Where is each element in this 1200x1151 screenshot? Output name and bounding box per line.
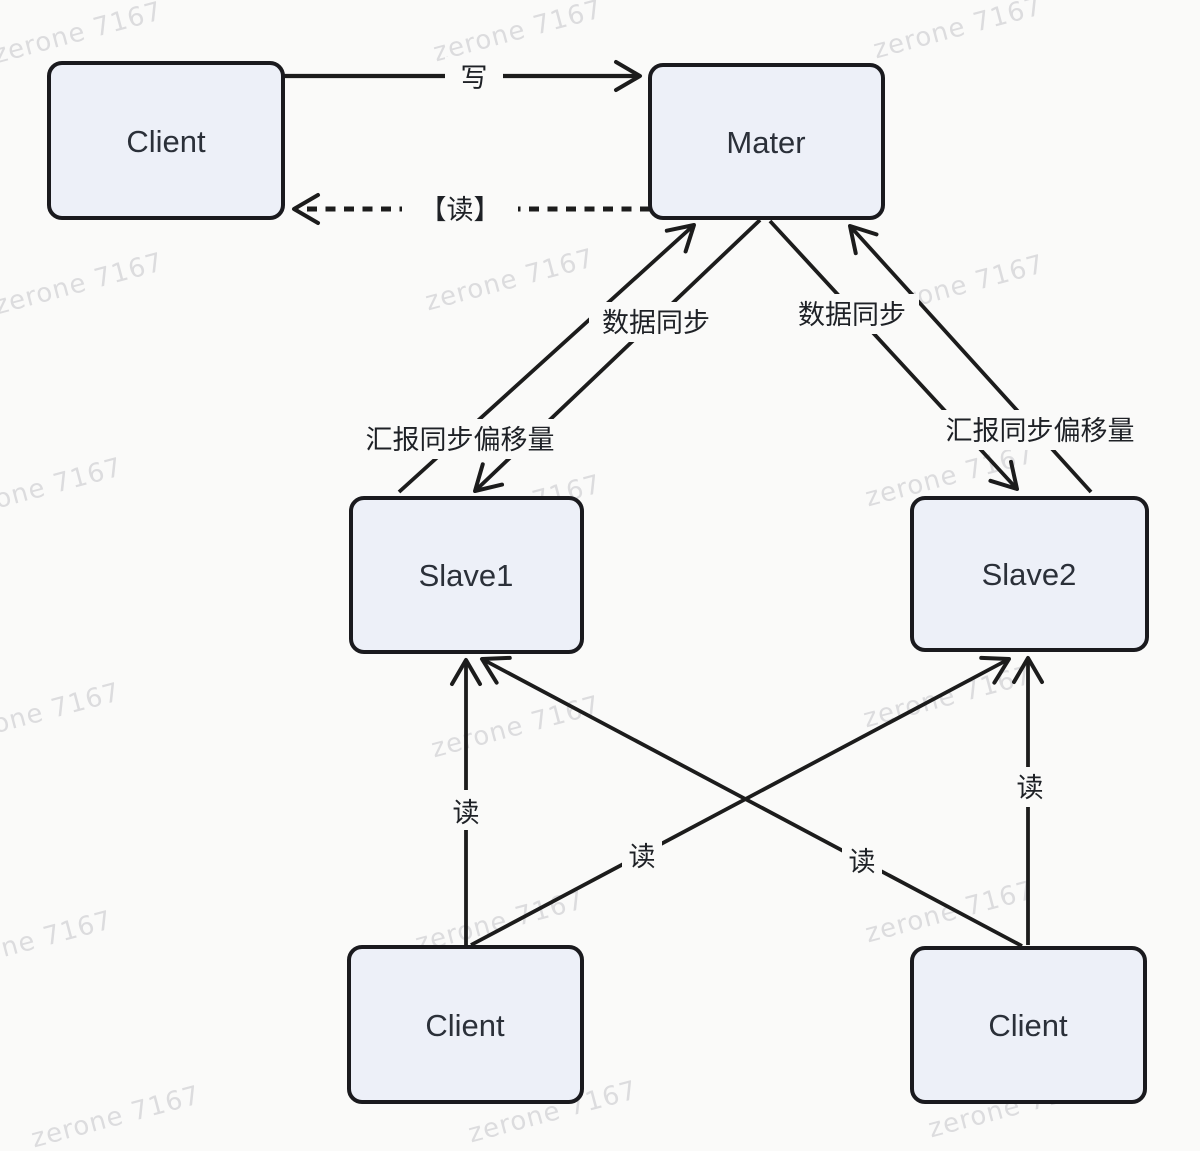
watermark-text: zerone 7167 <box>28 1080 203 1151</box>
label-background <box>1010 767 1050 807</box>
edge-label-read-br-vertical: 读 <box>1017 773 1044 804</box>
edge-label-write: 写 <box>461 63 488 94</box>
node-slave1 <box>349 496 584 654</box>
edge-label-data-sync-left: 数据同步 <box>602 308 710 339</box>
watermark-text: zerone 7167 <box>0 677 124 751</box>
edge-labels: 写 【读】 数据同步 数据同步 汇报同步偏移量 汇报同步偏移量 读 读 读 读 <box>366 63 1135 878</box>
label-background <box>589 302 723 342</box>
edge-label-backgrounds <box>352 57 1148 881</box>
edge-label-report-offset-right: 汇报同步偏移量 <box>946 416 1135 447</box>
watermark-text: zerone 7167 <box>422 243 597 317</box>
watermark-text: zerone 7167 <box>428 690 603 764</box>
watermark-text: zerone 7167 <box>862 875 1037 949</box>
node-client-top-label: Client <box>126 124 206 159</box>
node-slave1-label: Slave1 <box>419 558 514 593</box>
label-background <box>785 294 919 334</box>
watermark-text: zerone 7167 <box>0 247 167 321</box>
label-background <box>352 419 568 459</box>
edge-label-data-sync-right: 数据同步 <box>798 300 906 331</box>
watermark-text: zerone 7167 <box>870 0 1045 65</box>
edge-report-offset-slave2-to-master <box>848 224 1093 494</box>
label-background <box>402 189 518 229</box>
node-slave2 <box>910 496 1149 652</box>
node-client-bottom-left <box>347 945 584 1104</box>
watermark-text: zerone 7167 <box>0 0 166 70</box>
edge-read-clientbl-to-slave2 <box>470 655 1011 947</box>
edge-label-report-offset-left: 汇报同步偏移量 <box>366 425 555 456</box>
node-master-label: Mater <box>726 125 805 160</box>
watermark-text: zerone 7167 <box>0 452 126 526</box>
label-background <box>932 410 1148 450</box>
edge-label-read-br-diagonal: 读 <box>849 847 876 878</box>
label-background <box>445 57 503 97</box>
edge-read-clientbr-to-slave1 <box>480 655 1023 948</box>
label-background <box>622 835 662 875</box>
edge-label-read-bl-vertical: 读 <box>453 798 480 829</box>
nodes: Client Mater Slave1 Slave2 Client Client <box>47 61 1149 1104</box>
node-client-top <box>47 61 285 220</box>
node-client-bottom-right <box>910 946 1147 1104</box>
node-client-bottom-left-label: Client <box>425 1008 505 1043</box>
node-client-bottom-right-label: Client <box>988 1008 1068 1043</box>
label-background <box>446 790 486 830</box>
watermark-text: zerone 7167 <box>0 905 116 979</box>
node-slave2-label: Slave2 <box>982 557 1077 592</box>
label-background <box>842 841 882 881</box>
edge-label-read-bracketed: 【读】 <box>420 195 501 226</box>
edge-label-read-bl-diagonal: 读 <box>629 842 656 873</box>
node-master <box>648 63 885 220</box>
